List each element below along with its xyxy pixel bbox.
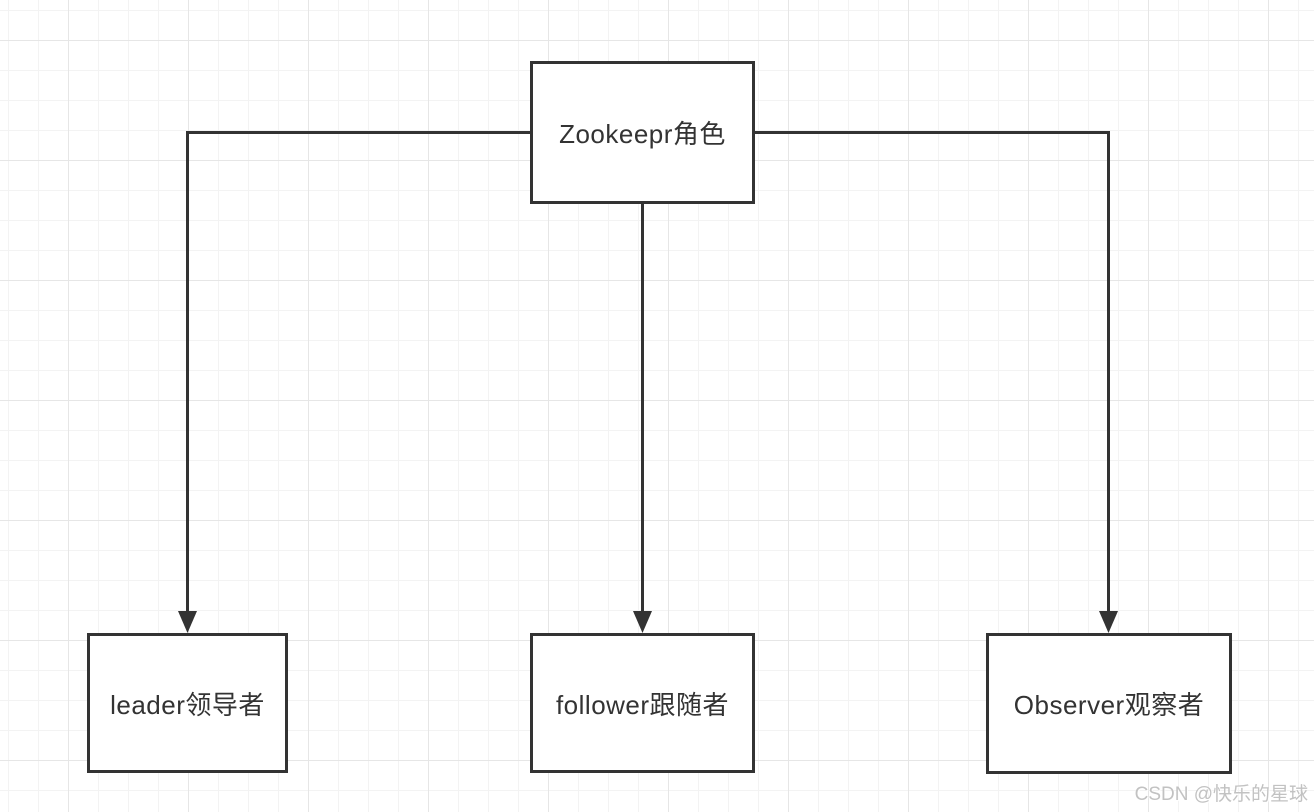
- node-follower-label: follower跟随者: [555, 689, 730, 720]
- csdn-watermark: CSDN @快乐的星球: [1134, 784, 1308, 805]
- node-observer-label: Observer观察者: [1013, 690, 1205, 720]
- node-zookeeper-role: Zookeepr角色: [530, 61, 755, 204]
- arrowhead-leader-icon: [178, 611, 197, 633]
- node-follower: follower跟随者: [530, 633, 755, 773]
- arrowhead-observer-icon: [1099, 611, 1118, 633]
- edge-root-to-observer: [755, 131, 1110, 614]
- node-zookeeper-role-label: Zookeepr角色: [559, 119, 726, 149]
- node-leader-label: leader领导者: [110, 689, 265, 720]
- arrowhead-follower-icon: [633, 611, 652, 633]
- node-observer: Observer观察者: [986, 633, 1232, 774]
- node-leader: leader领导者: [87, 633, 288, 773]
- edge-root-to-leader: [186, 131, 530, 614]
